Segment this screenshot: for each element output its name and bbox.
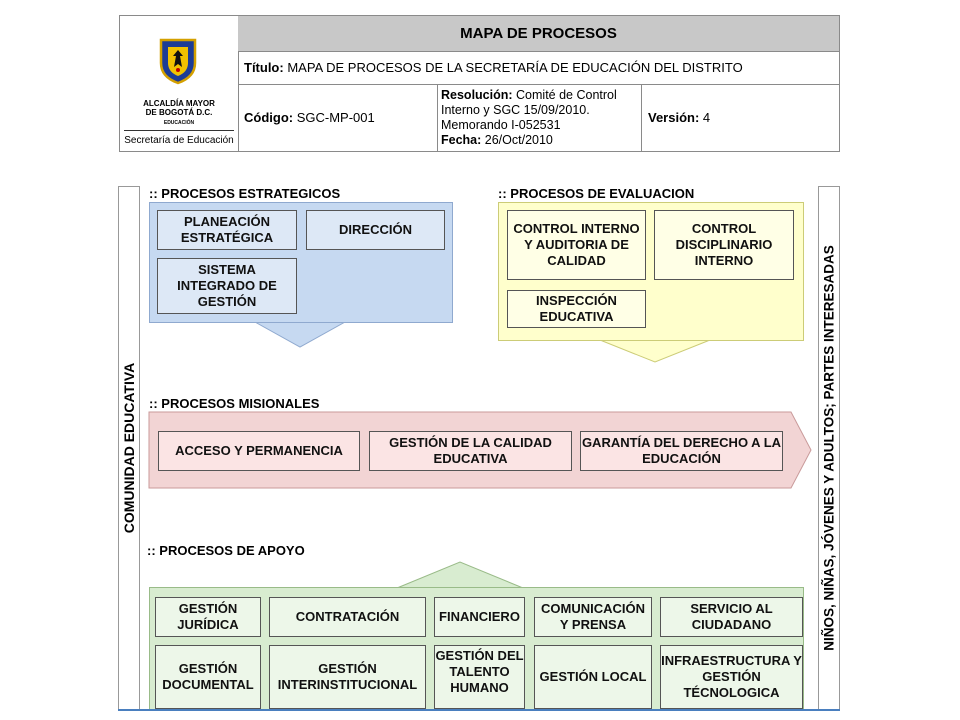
misionales-label: :: PROCESOS MISIONALES [149,396,320,411]
resolucion-label: Resolución: [441,88,513,102]
estrategicos-label: :: PROCESOS ESTRATEGICOS [149,186,341,201]
evaluacion-label: :: PROCESOS DE EVALUACION [498,186,695,201]
box-gestion-local: GESTIÓN LOCAL [534,645,652,709]
apoyo-label: :: PROCESOS DE APOYO [147,543,305,558]
box-direccion: DIRECCIÓN [306,210,445,250]
box-sistema-integrado: SISTEMA INTEGRADO DE GESTIÓN [157,258,297,314]
fecha-value: 26/Oct/2010 [484,133,553,147]
box-contratacion: CONTRATACIÓN [269,597,426,637]
box-infraestructura: INFRAESTRUCTURA Y GESTIÓN TÉCNOLOGICA [660,645,803,709]
resolucion-cell: Resolución: Comité de Control Interno y … [438,85,642,151]
box-gestion-documental: GESTIÓN DOCUMENTAL [155,645,261,709]
bottom-rule [118,709,840,711]
logo-cell: ALCALDÍA MAYOR DE BOGOTÁ D.C. EDUCACIÓN … [120,16,239,151]
estrategicos-down-arrow [253,321,347,348]
box-garantia-derecho: GARANTÍA DEL DERECHO A LA EDUCACIÓN [580,431,783,471]
codigo-value: SGC-MP-001 [296,110,375,125]
box-gestion-juridica: GESTIÓN JURÍDICA [155,597,261,637]
version-label: Versión: [648,110,700,125]
evaluacion-down-arrow [599,339,711,363]
resolucion-line3: Memorando I-052531 [441,118,561,132]
resolucion-line2: Interno y SGC 15/09/2010. [441,103,590,117]
bogota-crest-logo [159,38,197,85]
version-cell: Versión: 4 [642,85,839,151]
box-control-disciplinario: CONTROL DISCIPLINARIO INTERNO [654,210,794,280]
box-comunicacion-prensa: COMUNICACIÓN Y PRENSA [534,597,652,637]
version-value: 4 [702,110,711,125]
box-control-interno: CONTROL INTERNO Y AUDITORIA DE CALIDAD [507,210,646,280]
header-title: MAPA DE PROCESOS [238,16,839,52]
apoyo-up-arrow [396,561,524,589]
box-acceso-permanencia: ACCESO Y PERMANENCIA [158,431,360,471]
box-inspeccion-educativa: INSPECCIÓN EDUCATIVA [507,290,646,328]
logo-text-secretaria: Secretaría de Educación [124,135,234,146]
box-servicio-ciudadano: SERVICIO AL CIUDADANO [660,597,803,637]
box-gestion-calidad-educativa: GESTIÓN DE LA CALIDAD EDUCATIVA [369,431,572,471]
resolucion-line1: Comité de Control [516,88,617,102]
fecha-label: Fecha: [441,133,482,147]
logo-text-bogota: DE BOGOTÁ D.C. [145,108,213,117]
header-titulo-row: Título: MAPA DE PROCESOS DE LA SECRETARÍ… [238,51,839,85]
box-gestion-talento-humano: GESTIÓN DEL TALENTO HUMANO [434,645,525,709]
logo-text-educacion: EDUCACIÓN [163,120,195,126]
logo-divider [124,130,234,131]
box-planeacion-estrategica: PLANEACIÓN ESTRATÉGICA [157,210,297,250]
titulo-value: MAPA DE PROCESOS DE LA SECRETARÍA DE EDU… [287,60,743,75]
box-gestion-interinstitucional: GESTIÓN INTERINSTITUCIONAL [269,645,426,709]
titulo-label: Título: [244,60,284,75]
document-header: ALCALDÍA MAYOR DE BOGOTÁ D.C. EDUCACIÓN … [119,15,840,152]
logo-text-alcaldia: ALCALDÍA MAYOR [143,99,215,108]
codigo-cell: Código: SGC-MP-001 [238,85,438,151]
codigo-label: Código: [244,110,294,125]
box-financiero: FINANCIERO [434,597,525,637]
